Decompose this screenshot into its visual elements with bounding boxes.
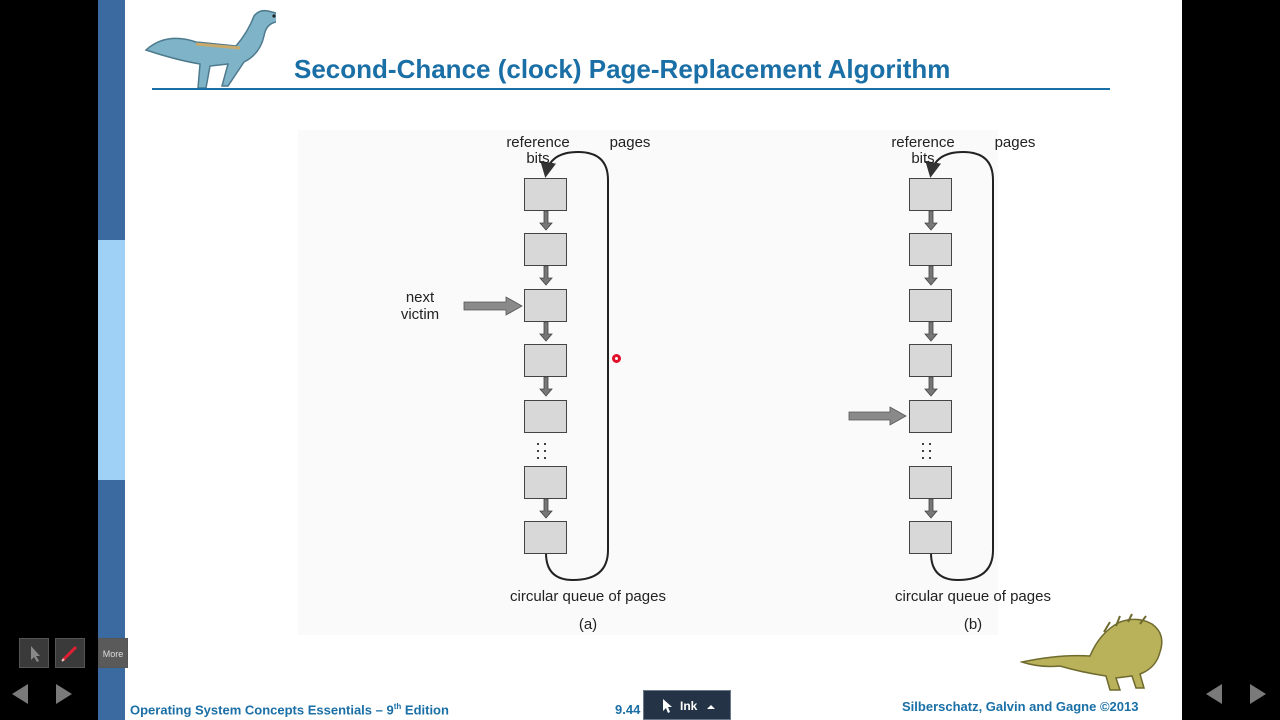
ref-bits-label-a-line2: bits [526, 150, 550, 167]
next-victim-label-line2: victim [400, 306, 440, 323]
footer-course-title: Operating System Concepts Essentials – 9… [130, 702, 449, 717]
figure-clock-algorithm: reference bits pages 0 0 1 1 0 ··· 1 1 ·… [298, 130, 1051, 635]
caption-a: (a) [578, 616, 598, 633]
page-frame-b-3 [909, 289, 952, 322]
page-frame-a-4 [524, 344, 567, 377]
ellipsis-pages-b: ··· [927, 433, 933, 467]
page-frame-a-2 [524, 233, 567, 266]
footer-left-sup: th [393, 702, 402, 711]
pages-label-a: pages [609, 134, 651, 151]
ink-label: Ink [680, 699, 698, 713]
cursor-icon [663, 699, 672, 713]
pen-tool-button[interactable] [55, 638, 85, 668]
pointer-tool-button[interactable] [19, 638, 49, 668]
page-frame-b-6 [909, 466, 952, 499]
sidebar-bar-top [98, 0, 125, 240]
next-slide-right-icon[interactable] [1250, 684, 1266, 704]
ref-bits-label-a-line1: reference [506, 134, 570, 151]
page-frame-a-7 [524, 521, 567, 554]
prev-slide-right-icon[interactable] [1206, 684, 1222, 704]
ellipsis-bits-a: ··· [535, 433, 541, 467]
more-tools-button[interactable]: More [98, 638, 128, 668]
sidebar-bar-bottom [98, 480, 125, 720]
slide: Second-Chance (clock) Page-Replacement A… [98, 0, 1182, 720]
pen-icon [61, 645, 78, 662]
page-frame-b-5 [909, 400, 952, 433]
page-frame-b-4 [909, 344, 952, 377]
page-frame-a-3 [524, 289, 567, 322]
ink-tool-button[interactable]: Ink [643, 690, 731, 720]
figure-arrows [463, 150, 994, 582]
next-victim-label-line1: next [405, 289, 435, 306]
pages-label-b: pages [994, 134, 1036, 151]
slide-title: Second-Chance (clock) Page-Replacement A… [294, 54, 951, 84]
ellipsis-pages-a: ··· [542, 433, 548, 467]
ref-bits-label-b-line2: bits [911, 150, 935, 167]
queue-label-b: circular queue of pages [895, 588, 1051, 605]
ref-bits-label-b-line1: reference [891, 134, 955, 151]
dinosaur-logo-top [144, 9, 276, 89]
footer-left-end: Edition [401, 702, 449, 718]
title-underline [152, 88, 1110, 90]
dinosaur-logo-bottom [1020, 613, 1163, 691]
ellipsis-bits-b: ··· [920, 433, 926, 467]
page-frame-b-2 [909, 233, 952, 266]
caption-b: (b) [963, 616, 983, 633]
queue-label-a: circular queue of pages [510, 588, 666, 605]
pointer-icon [31, 646, 40, 662]
laser-pointer-cursor [612, 354, 621, 363]
footer-page-number: 9.44 [615, 702, 641, 717]
next-slide-icon[interactable] [56, 684, 72, 704]
prev-slide-icon[interactable] [12, 684, 28, 704]
caret-up-icon [707, 705, 715, 709]
page-frame-a-5 [524, 400, 567, 433]
page-frame-a-6 [524, 466, 567, 499]
footer-authors: Silberschatz, Galvin and Gagne ©2013 [902, 699, 1139, 714]
page-frame-b-7 [909, 521, 952, 554]
sidebar-bar-highlight [98, 240, 125, 480]
page-frame-a-1 [524, 178, 567, 211]
footer-left-text: Operating System Concepts Essentials – 9 [130, 702, 394, 718]
page-frame-b-1 [909, 178, 952, 211]
